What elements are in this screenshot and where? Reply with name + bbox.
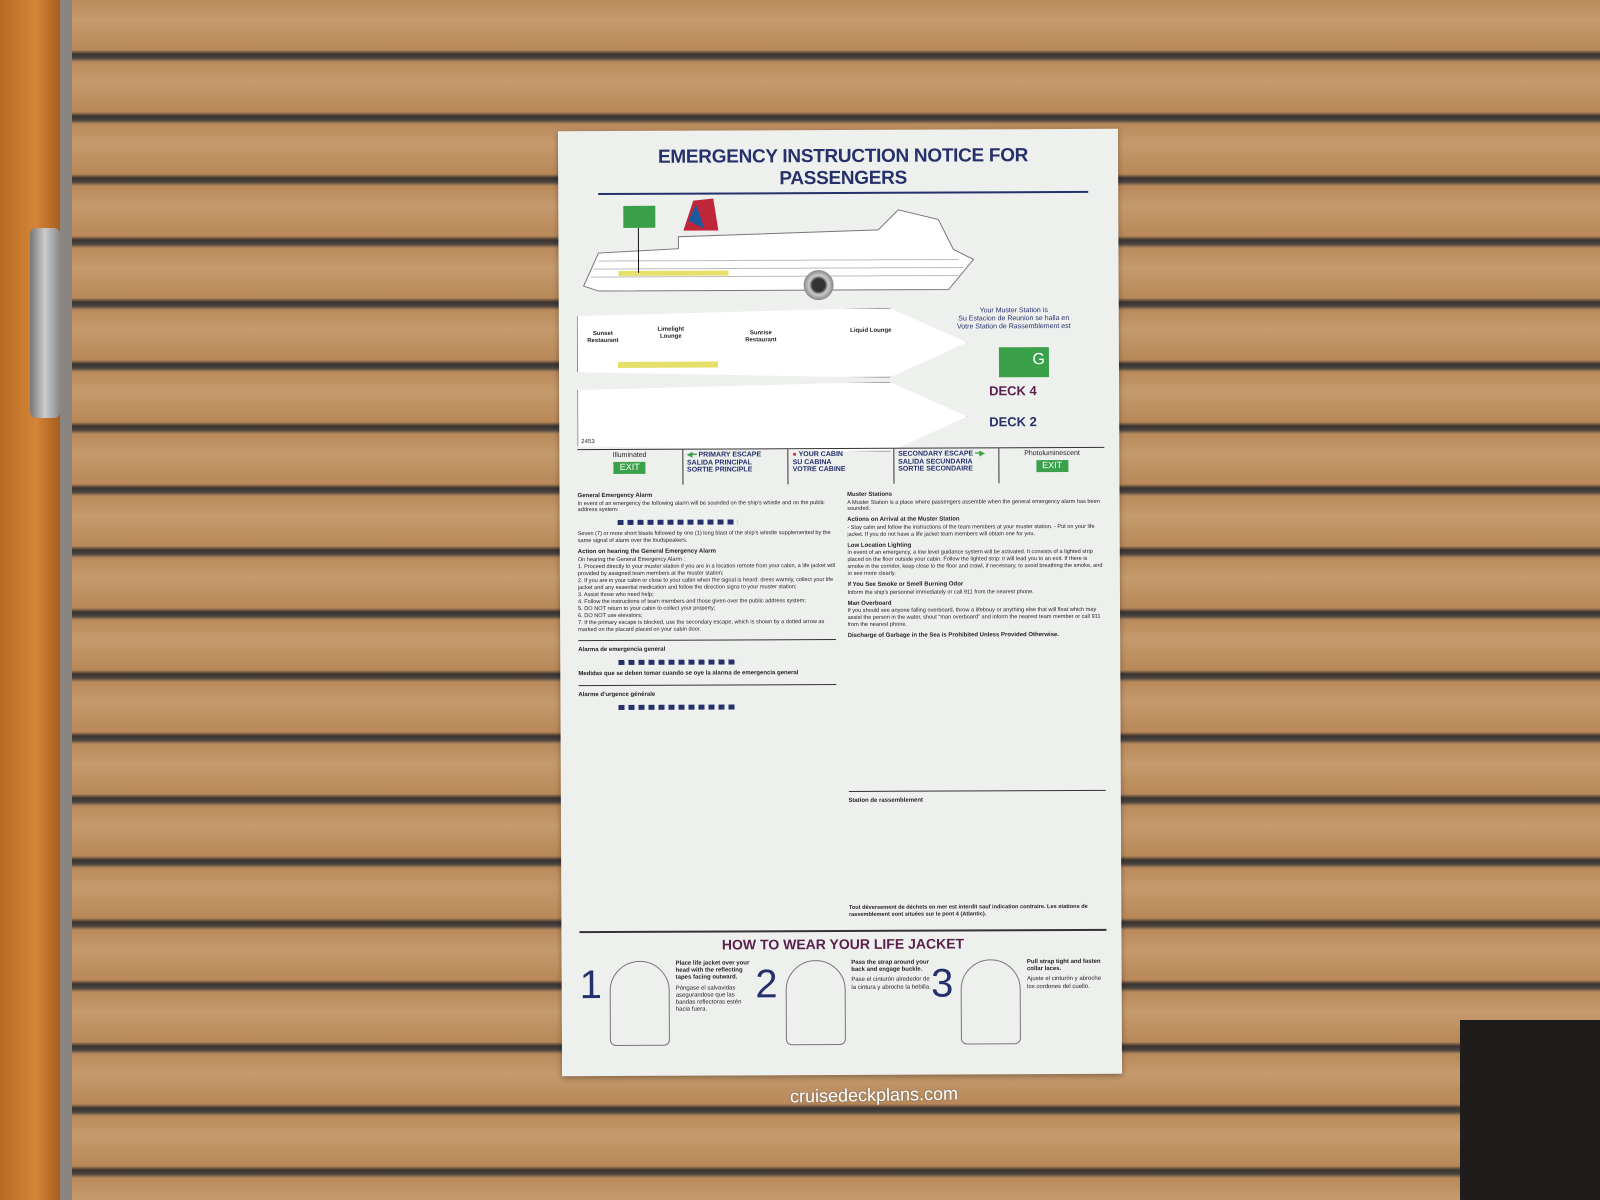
step-text: Pass the strap around your back and enga… <box>851 959 929 974</box>
step-text: Pull strap tight and fasten collar laces… <box>1026 958 1101 973</box>
life-jacket-steps: 1 Place life jacket over your head with t… <box>579 959 1107 1047</box>
step-text-es: Póngase el salvavidas asegurandose que l… <box>675 985 742 1013</box>
dotted-arrow-icon: ┅▶ <box>975 450 985 458</box>
instructions-text: General Emergency Alarm In event of an e… <box>578 487 1107 919</box>
red-dot-icon: ● <box>792 451 797 459</box>
legend-primary-fr: SORTIE PRINCIPLE <box>687 466 753 475</box>
legend-secondary-fr: SORTIE SECONDAIRE <box>898 465 973 474</box>
heading: Alarma de emergencia general <box>578 646 666 653</box>
person-life-jacket-icon <box>960 959 1022 1045</box>
ship-profile-diagram <box>582 198 975 292</box>
life-jacket-step: 1 Place life jacket over your head with t… <box>579 960 756 1047</box>
list-item: 1. Proceed directly to your muster stati… <box>577 562 835 578</box>
cabin-number: 2453 <box>581 439 595 446</box>
emergency-notice: EMERGENCY INSTRUCTION NOTICE FOR PASSENG… <box>557 128 1123 1077</box>
legend-cabin-en: YOUR CABIN <box>798 450 843 459</box>
notice-title: EMERGENCY INSTRUCTION NOTICE FOR PASSENG… <box>598 144 1089 196</box>
legend-photoluminescent: Photoluminescent <box>1024 449 1080 458</box>
deck2-label: DECK 2 <box>989 414 1037 430</box>
list-item: 7. If the primary escape is blocked, use… <box>578 618 825 633</box>
door-edge <box>60 0 72 1200</box>
alarm-signal-icon <box>617 519 738 526</box>
paragraph: - Stay calm and follow the instructions … <box>847 523 1095 538</box>
venue-limelight-lounge: Limelight Lounge <box>657 326 685 340</box>
step-number: 2 <box>755 962 778 1007</box>
venue-liquid-lounge: Liquid Lounge <box>850 327 892 334</box>
legend-cabin-fr: VOTRE CABINE <box>792 466 846 474</box>
paragraph: In event of an emergency, a low level gu… <box>847 549 1103 578</box>
legend-secondary-es: SALIDA SECUNDARIA <box>898 458 973 466</box>
paragraph: If you should see anyone falling overboa… <box>847 607 1101 629</box>
life-jacket-section: HOW TO WEAR YOUR LIFE JACKET <box>579 928 1107 954</box>
muster-station-sign: G <box>998 347 1050 378</box>
person-life-jacket-icon <box>609 960 670 1047</box>
life-jacket-step: 2 Pass the strap around your back and eng… <box>755 960 931 1046</box>
alarm-signal-icon <box>618 659 739 666</box>
legend-primary-es: SALIDA PRINCIPAL <box>686 459 752 467</box>
exit-sign-icon: EXIT <box>1036 459 1069 472</box>
deck2-plan <box>577 381 967 453</box>
life-jacket-title: HOW TO WEAR YOUR LIFE JACKET <box>721 935 965 953</box>
paragraph: In event of an emergency the following a… <box>577 499 825 514</box>
paragraph: Tout déversement de déchets en mer est i… <box>848 904 1088 918</box>
muster-text-fr: Votre Station de Rassemblement est <box>956 323 1071 331</box>
legend-illuminated: Illuminated <box>612 451 647 459</box>
door-peephole <box>803 270 834 301</box>
paragraph: A Muster Station is a place where passen… <box>847 498 1100 513</box>
venue-sunrise-restaurant: Sunrise Restaurant <box>745 330 777 344</box>
deck4-label: DECK 4 <box>989 383 1037 399</box>
exit-sign-icon: EXIT <box>613 461 646 474</box>
heading: Medidas que se deben tomar cuando se oye… <box>578 670 799 678</box>
person-life-jacket-icon <box>785 959 846 1046</box>
step-number: 1 <box>579 963 603 1008</box>
muster-station-label: Your Muster Station is Su Estacion de Re… <box>944 307 1084 332</box>
legend-cabin-es: SU CABINA <box>792 458 832 466</box>
step-number: 3 <box>930 961 954 1006</box>
step-text: Place life jacket over your head with th… <box>675 960 750 982</box>
list-item: 2. If you are in your cabin or close to … <box>577 576 834 592</box>
step-text-es: Pase el cinturón alrededor de la cintura… <box>851 976 931 991</box>
life-jacket-step: 3 Pull strap tight and fasten collar lace… <box>931 959 1107 1045</box>
door-frame <box>0 0 60 1200</box>
legend-primary-en: PRIMARY ESCAPE <box>698 451 762 459</box>
paragraph: Seven (7) or more short blasts followed … <box>577 530 831 545</box>
dark-object <box>1460 1020 1600 1200</box>
heading: Alarme d'urgence générale <box>578 691 656 698</box>
legend-secondary-en: SECONDARY ESCAPE <box>898 450 974 458</box>
heading: Discharge of Garbage in the Sea is Prohi… <box>847 632 1060 640</box>
door-hinge <box>30 228 60 418</box>
watermark: cruisedeckplans.com <box>789 1083 959 1107</box>
step-text-es: Ajuste el cinturón y abroche los cordone… <box>1026 976 1102 990</box>
venue-sunset-restaurant: Sunset Restaurant <box>587 330 619 344</box>
arrow-left-icon: ◀━ <box>686 451 697 459</box>
left-column: General Emergency Alarm In event of an e… <box>578 488 837 919</box>
paragraph: Inform the ship's personnel immediately … <box>847 589 1034 596</box>
heading: Station de rassemblement <box>848 797 924 804</box>
alarm-signal-icon <box>618 704 739 711</box>
right-column: Muster Stations A Muster Station is a pl… <box>847 487 1106 918</box>
